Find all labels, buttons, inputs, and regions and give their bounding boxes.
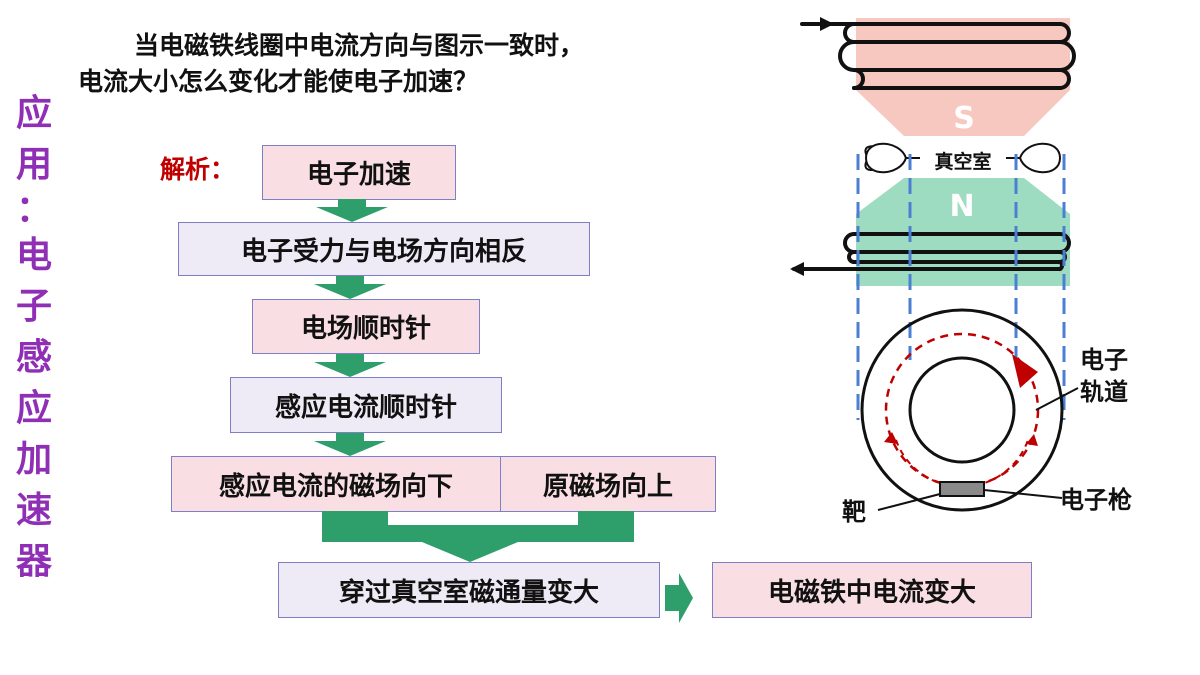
title-char: 器 bbox=[15, 541, 52, 582]
step-label: 电场顺时针 bbox=[300, 314, 431, 344]
down-arrow-3 bbox=[314, 354, 386, 377]
vacuum-chamber-left-outline bbox=[864, 142, 908, 174]
vacuum-chamber-right-outline bbox=[1018, 142, 1062, 174]
step-current-increase: 电磁铁中电流变大 bbox=[712, 562, 1032, 618]
down-arrow-2 bbox=[314, 276, 386, 299]
step-flux-increase: 穿过真空室磁通量变大 bbox=[278, 562, 660, 618]
step-electric-field-clockwise: 电场顺时针 bbox=[252, 299, 480, 354]
step-electron-accelerate: 电子加速 bbox=[262, 145, 456, 200]
title-char: ： bbox=[15, 189, 52, 230]
step-label: 电磁铁中电流变大 bbox=[767, 577, 976, 608]
step-force-opposite-field: 电子受力与电场方向相反 bbox=[178, 222, 590, 276]
down-arrow-1 bbox=[316, 199, 388, 222]
orbit-label-line2: 轨道 bbox=[1080, 378, 1128, 406]
title-char: 感 bbox=[15, 337, 52, 378]
title-char: 子 bbox=[15, 286, 52, 327]
step-label: 穿过真空室磁通量变大 bbox=[338, 577, 599, 608]
target-label: 靶 bbox=[842, 498, 866, 526]
outer-ring bbox=[860, 308, 1064, 512]
bottom-current-arrow bbox=[790, 262, 804, 276]
s-pole-label: S bbox=[953, 101, 975, 136]
bottom-coil bbox=[792, 232, 1071, 271]
question-line-1: 当电磁铁线圈中电流方向与图示一致时， bbox=[134, 31, 585, 60]
orbit-inner-dashed bbox=[895, 439, 1029, 488]
step-original-field-up: 原磁场向上 bbox=[500, 456, 716, 512]
step-label: 感应电流顺时针 bbox=[274, 392, 457, 423]
title-char: 用 bbox=[15, 144, 52, 185]
step-label: 电子受力与电场方向相反 bbox=[240, 236, 527, 267]
orbit-label-line1: 电子 bbox=[1080, 346, 1128, 374]
n-pole-label: N bbox=[949, 189, 974, 224]
step-induced-current-clockwise: 感应电流顺时针 bbox=[230, 377, 502, 433]
down-arrow-4 bbox=[314, 433, 386, 456]
title-char: 速 bbox=[15, 490, 52, 531]
orbit-arrow-small-left bbox=[884, 432, 898, 444]
top-coil bbox=[800, 22, 1076, 90]
right-arrow bbox=[665, 573, 693, 623]
question-text: 当电磁铁线圈中电流方向与图示一致时， 电流大小怎么变化才能使电子加速？ bbox=[78, 28, 718, 100]
merge-arrow bbox=[322, 511, 634, 562]
betatron-diagram: S 真空室 N 电子 轨道 靶 电子枪 bbox=[790, 17, 1132, 526]
s-pole bbox=[856, 18, 1070, 136]
electron-gun-rect bbox=[939, 481, 985, 497]
step-label: 感应电流的磁场向下 bbox=[218, 471, 453, 502]
title-char: 应 bbox=[15, 388, 52, 429]
orbit-arrow-large bbox=[1012, 354, 1038, 388]
vertical-title: 应 用 ： 电 子 感 应 加 速 器 bbox=[12, 88, 56, 587]
vacuum-chamber-label: 真空室 bbox=[934, 150, 991, 173]
top-current-arrow bbox=[820, 17, 834, 31]
inner-ring bbox=[908, 356, 1016, 464]
title-char: 电 bbox=[15, 235, 52, 276]
title-char: 应 bbox=[15, 93, 52, 134]
title-char: 加 bbox=[15, 439, 52, 480]
analysis-label: 解析： bbox=[160, 155, 236, 184]
step-label: 原磁场向上 bbox=[542, 471, 673, 502]
question-line-2: 电流大小怎么变化才能使电子加速？ bbox=[78, 67, 479, 96]
electron-gun-label: 电子枪 bbox=[1060, 486, 1132, 514]
step-label: 电子加速 bbox=[306, 160, 411, 190]
step-induced-field-down: 感应电流的磁场向下 bbox=[171, 456, 501, 512]
orbit-arrow-small-right bbox=[1026, 434, 1038, 446]
